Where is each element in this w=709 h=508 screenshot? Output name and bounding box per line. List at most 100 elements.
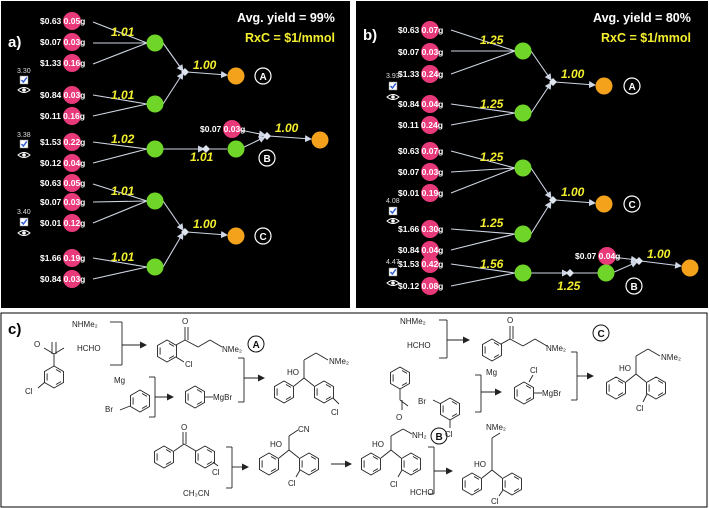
starting-material-node[interactable]: $0.11 0.16g bbox=[40, 107, 85, 125]
starting-material-node[interactable]: $0.63 0.07g bbox=[398, 21, 443, 39]
svg-text:$1.66 0.30g: $1.66 0.30g bbox=[398, 224, 443, 234]
svg-text:O: O bbox=[181, 423, 187, 432]
starting-material-node[interactable]: $0.07 0.03g bbox=[398, 163, 443, 181]
route-score-b3[interactable]: 4.47 bbox=[386, 259, 400, 286]
product-label-a: A bbox=[623, 77, 641, 95]
starting-material-node[interactable]: $0.12 0.08g bbox=[398, 277, 443, 295]
svg-text:HCHO: HCHO bbox=[410, 488, 434, 497]
svg-text:$0.07 0.03g: $0.07 0.03g bbox=[398, 47, 443, 57]
route-score-b2[interactable]: 4.08 bbox=[386, 198, 400, 224]
panel-b-avg-yield: Avg. yield = 80% bbox=[593, 11, 691, 25]
svg-text:A: A bbox=[260, 72, 267, 83]
svg-text:1.56: 1.56 bbox=[480, 257, 504, 271]
panel-b-label: b) bbox=[363, 27, 377, 44]
intermediate-node[interactable] bbox=[514, 104, 532, 122]
intermediate-node[interactable] bbox=[514, 159, 532, 177]
route-score-value: 3.40 bbox=[17, 209, 31, 216]
intermediate-node[interactable] bbox=[514, 225, 532, 243]
svg-text:1.00: 1.00 bbox=[193, 58, 217, 72]
starting-material-node[interactable]: $0.11 0.24g bbox=[398, 116, 443, 134]
svg-text:HO: HO bbox=[619, 364, 631, 373]
scheme-route-c: NHMe₂ HCHO O O NMe₂ bbox=[390, 316, 681, 439]
starting-material-node[interactable]: $1.66 0.30g bbox=[398, 220, 443, 238]
panel-a-intermediates bbox=[146, 34, 245, 276]
panel-c-label: c) bbox=[8, 321, 21, 338]
svg-text:Cl: Cl bbox=[185, 360, 193, 369]
product-node[interactable] bbox=[227, 227, 245, 245]
starting-material-node[interactable]: $0.84 0.03g bbox=[40, 270, 85, 288]
starting-material-node[interactable]: $1.53 0.22g bbox=[40, 133, 85, 151]
route-score-b1[interactable]: 3.93 bbox=[386, 73, 400, 100]
svg-text:1.01: 1.01 bbox=[111, 250, 135, 264]
svg-text:Cl: Cl bbox=[212, 468, 220, 477]
svg-text:NHMe₂: NHMe₂ bbox=[400, 317, 426, 326]
intermediate-node[interactable] bbox=[227, 140, 245, 158]
svg-text:$1.33 0.16g: $1.33 0.16g bbox=[40, 58, 85, 68]
svg-text:Cl: Cl bbox=[288, 479, 296, 488]
svg-text:Cl: Cl bbox=[445, 430, 453, 439]
svg-text:$1.53 0.22g: $1.53 0.22g bbox=[40, 137, 85, 147]
product-node[interactable] bbox=[227, 67, 245, 85]
product-node[interactable] bbox=[681, 259, 699, 277]
starting-material-node[interactable]: $0.01 0.19g bbox=[398, 184, 443, 202]
starting-material-node[interactable]: $0.84 0.04g bbox=[398, 241, 443, 259]
route-score-value: 4.08 bbox=[386, 198, 400, 205]
svg-text:A: A bbox=[629, 82, 636, 93]
starting-material-node[interactable]: $0.07 0.03g bbox=[398, 43, 443, 61]
route-score-a2[interactable]: 3.38 bbox=[17, 132, 31, 158]
starting-material-node[interactable]: $0.84 0.04g bbox=[398, 95, 443, 113]
molecule-chlorophenylmagnesium-bromide: MgBr Cl bbox=[514, 366, 561, 405]
panel-a-starting-materials: $0.63 0.05g $0.07 0.03g $1.33 0.16g $0.8… bbox=[40, 12, 245, 288]
starting-material-node[interactable]: $0.07 0.03g bbox=[40, 193, 85, 211]
molecule-chlorobenzophenone: O Cl bbox=[154, 423, 220, 477]
intermediate-node[interactable] bbox=[146, 140, 164, 158]
svg-text:$0.07 0.03g: $0.07 0.03g bbox=[200, 124, 245, 134]
starting-material-node[interactable]: $0.63 0.07g bbox=[398, 142, 443, 160]
intermediate-node[interactable] bbox=[514, 264, 532, 282]
svg-text:HO: HO bbox=[287, 368, 299, 377]
product-node[interactable] bbox=[311, 131, 329, 149]
intermediate-node[interactable] bbox=[146, 192, 164, 210]
svg-text:$1.66 0.19g: $1.66 0.19g bbox=[40, 253, 85, 263]
intermediate-node[interactable] bbox=[146, 34, 164, 52]
starting-material-node[interactable]: $1.53 0.42g bbox=[398, 255, 443, 273]
starting-material-node[interactable]: $0.07 0.03g bbox=[200, 120, 245, 138]
checkbox-icon bbox=[388, 81, 398, 91]
svg-text:1.25: 1.25 bbox=[480, 150, 504, 164]
starting-material-node[interactable]: $0.01 0.12g bbox=[40, 214, 85, 232]
svg-text:NHMe₂: NHMe₂ bbox=[72, 320, 98, 329]
starting-material-node[interactable]: $0.07 0.04g bbox=[575, 247, 620, 265]
svg-text:O: O bbox=[182, 317, 188, 326]
starting-material-node[interactable]: $0.07 0.03g bbox=[40, 33, 85, 51]
svg-text:NMe₂: NMe₂ bbox=[222, 345, 242, 354]
intermediate-node[interactable] bbox=[597, 264, 615, 282]
starting-material-node[interactable]: $0.84 0.03g bbox=[40, 86, 85, 104]
svg-text:1.02: 1.02 bbox=[111, 132, 135, 146]
intermediate-node[interactable] bbox=[146, 95, 164, 113]
panel-a-products: A B C bbox=[227, 67, 329, 245]
intermediate-node[interactable] bbox=[146, 258, 164, 276]
product-node[interactable] bbox=[595, 195, 613, 213]
intermediate-node[interactable] bbox=[514, 42, 532, 60]
starting-material-node[interactable]: $0.63 0.05g bbox=[40, 174, 85, 192]
starting-material-node[interactable]: $1.33 0.16g bbox=[40, 54, 85, 72]
svg-text:A: A bbox=[253, 340, 260, 351]
svg-text:Cl: Cl bbox=[25, 387, 33, 396]
svg-text:Cl: Cl bbox=[491, 497, 499, 506]
svg-text:$0.63 0.07g: $0.63 0.07g bbox=[398, 146, 443, 156]
svg-text:$0.11 0.16g: $0.11 0.16g bbox=[40, 111, 85, 121]
molecule-target-c: NMe₂ HO Cl bbox=[606, 348, 681, 413]
scheme-route-b: O Cl CH₃CN CN HO Cl bbox=[154, 423, 522, 506]
starting-material-node[interactable]: $0.12 0.04g bbox=[40, 154, 85, 172]
svg-text:C: C bbox=[629, 200, 636, 211]
svg-text:$1.33 0.24g: $1.33 0.24g bbox=[398, 69, 443, 79]
molecule-bromochlorobenzene: Br Cl bbox=[418, 397, 460, 439]
svg-text:1.00: 1.00 bbox=[647, 247, 671, 261]
route-score-a1[interactable]: 3.30 bbox=[17, 68, 31, 93]
starting-material-node[interactable]: $1.66 0.19g bbox=[40, 249, 85, 267]
starting-material-node[interactable]: $1.33 0.24g bbox=[398, 65, 443, 83]
product-node[interactable] bbox=[595, 77, 613, 95]
svg-text:Br: Br bbox=[418, 397, 426, 406]
route-score-a3[interactable]: 3.40 bbox=[17, 209, 31, 236]
starting-material-node[interactable]: $0.63 0.05g bbox=[40, 12, 85, 30]
